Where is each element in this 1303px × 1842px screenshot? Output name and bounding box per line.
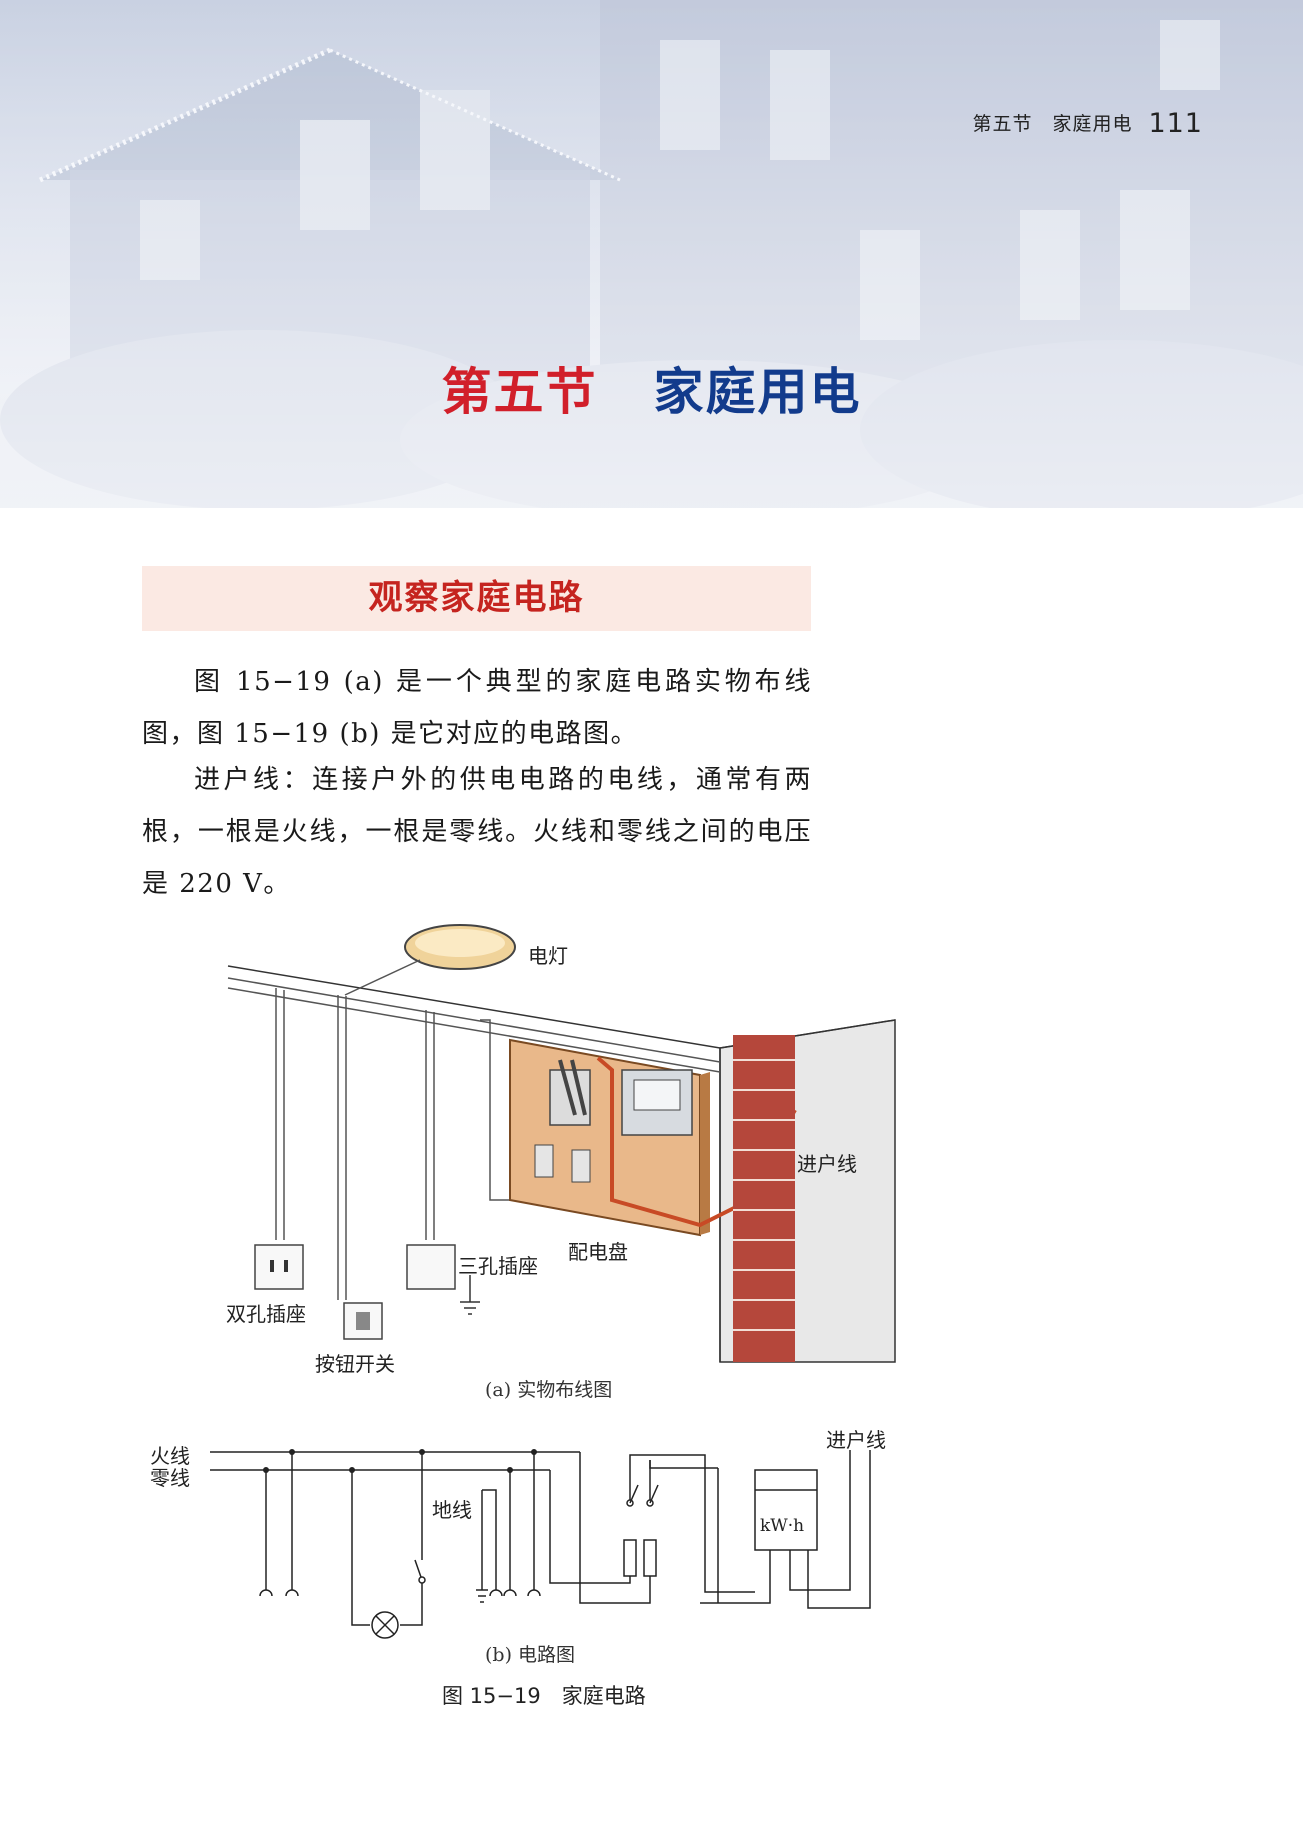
two-hole-socket <box>254 1244 304 1290</box>
ceiling-lamp <box>404 924 516 970</box>
chapter-title: 第五节家庭用电 <box>0 352 1303 424</box>
paragraph-2: 进户线：连接户外的供电电路的电线，通常有两根，一根是火线，一根是零线。火线和零线… <box>142 765 812 899</box>
page-number: 111 <box>1148 108 1203 139</box>
lamp-label: 电灯 <box>528 944 568 968</box>
figure-a-caption: (a) 实物布线图 <box>485 1379 613 1401</box>
running-title: 第五节 家庭用电 <box>972 113 1133 135</box>
brick-column <box>733 1035 795 1362</box>
live-wire-label: 火线 <box>150 1444 190 1468</box>
three-hole-socket-label: 三孔插座 <box>458 1254 538 1278</box>
energy-meter <box>621 1069 693 1136</box>
ground-symbol <box>460 1275 480 1315</box>
service-line-label-b: 进户线 <box>826 1428 886 1452</box>
figure-b-caption: (b) 电路图 <box>485 1644 576 1666</box>
panel-label: 配电盘 <box>568 1240 628 1264</box>
push-switch <box>343 1302 383 1340</box>
meter-box <box>754 1469 818 1551</box>
push-switch-label: 按钮开关 <box>315 1352 395 1376</box>
running-header: 第五节 家庭用电 111 <box>972 108 1203 139</box>
lamp-symbol <box>371 1611 399 1639</box>
paragraph-1: 图 15−19 (a) 是一个典型的家庭电路实物布线图，图 15−19 (b) … <box>142 667 812 749</box>
chapter-number: 第五节 <box>441 362 598 421</box>
distribution-panel <box>509 1038 701 1237</box>
neutral-wire-label: 零线 <box>150 1466 190 1490</box>
figure-caption: 图 15−19 家庭电路 <box>442 1684 646 1708</box>
chapter-name: 家庭用电 <box>653 363 862 421</box>
three-hole-socket <box>406 1244 456 1290</box>
chapter-banner <box>0 0 1303 508</box>
two-hole-socket-label: 双孔插座 <box>226 1302 306 1326</box>
section-heading: 观察家庭电路 <box>142 566 811 631</box>
service-line-label: 进户线 <box>797 1152 857 1176</box>
meter-unit-label: kW·h <box>760 1516 805 1536</box>
ground-wire-label: 地线 <box>432 1498 472 1522</box>
house-background-image <box>0 0 1303 508</box>
